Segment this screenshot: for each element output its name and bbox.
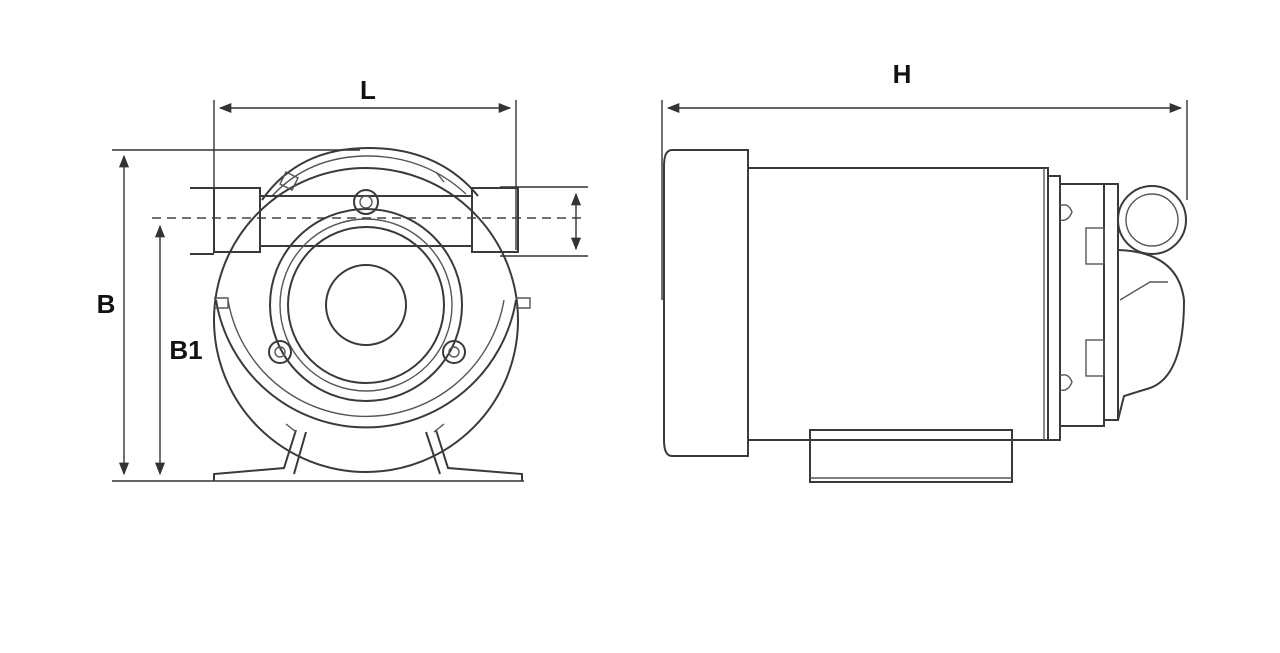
left-bolt-icon bbox=[268, 340, 292, 364]
bracket-outline bbox=[1060, 183, 1105, 427]
label-b: B bbox=[97, 289, 116, 319]
pump-volute bbox=[1117, 249, 1186, 421]
outlet-pipe-outer bbox=[1117, 185, 1187, 255]
left-bolt-inner bbox=[274, 346, 286, 358]
pump-volute-detail bbox=[1119, 281, 1168, 301]
motor-flange-inner bbox=[287, 226, 445, 384]
motor-flange-outer bbox=[269, 208, 463, 402]
rear-fan-cover bbox=[663, 149, 749, 457]
bracket-slot-top bbox=[1085, 227, 1105, 265]
housing-lower-arc-inner bbox=[227, 299, 505, 418]
left-clip bbox=[214, 297, 229, 309]
front-flange bbox=[1047, 175, 1061, 441]
label-h: H bbox=[893, 59, 912, 89]
left-foot-bolt bbox=[285, 423, 297, 433]
right-foot bbox=[435, 429, 523, 481]
housing-outer-ring bbox=[214, 168, 518, 472]
left-port bbox=[213, 187, 261, 253]
top-left-tab bbox=[279, 171, 299, 191]
motor-base-mount bbox=[809, 429, 1013, 483]
pump-head-plate bbox=[1104, 183, 1119, 421]
motor-body bbox=[747, 167, 1049, 441]
right-foot-bolt bbox=[433, 423, 445, 433]
label-l: L bbox=[360, 75, 376, 105]
top-bolt-inner bbox=[359, 195, 373, 209]
right-clip bbox=[516, 297, 531, 309]
front-view: L B B1 bbox=[97, 75, 588, 482]
outlet-pipe-inner bbox=[1125, 193, 1179, 247]
left-foot-inner bbox=[293, 431, 307, 475]
right-foot-inner bbox=[425, 431, 441, 475]
left-foot bbox=[213, 429, 297, 481]
bracket-bolt-bottom bbox=[1059, 374, 1073, 392]
bracket-slot-bottom bbox=[1085, 339, 1105, 377]
motor-shaft-hub bbox=[325, 264, 407, 346]
housing-top-inner bbox=[271, 155, 467, 197]
label-b1: B1 bbox=[169, 335, 202, 365]
right-bolt-inner bbox=[448, 346, 460, 358]
motor-flange-mid bbox=[279, 218, 453, 392]
right-bolt-icon bbox=[442, 340, 466, 364]
top-bolt-icon bbox=[353, 189, 379, 215]
housing-top bbox=[261, 146, 479, 201]
housing-lower-arc bbox=[215, 299, 517, 429]
side-view: H bbox=[661, 59, 1188, 483]
right-port bbox=[471, 187, 519, 253]
top-right-tab bbox=[435, 171, 445, 183]
bracket-bolt-top bbox=[1059, 204, 1073, 222]
